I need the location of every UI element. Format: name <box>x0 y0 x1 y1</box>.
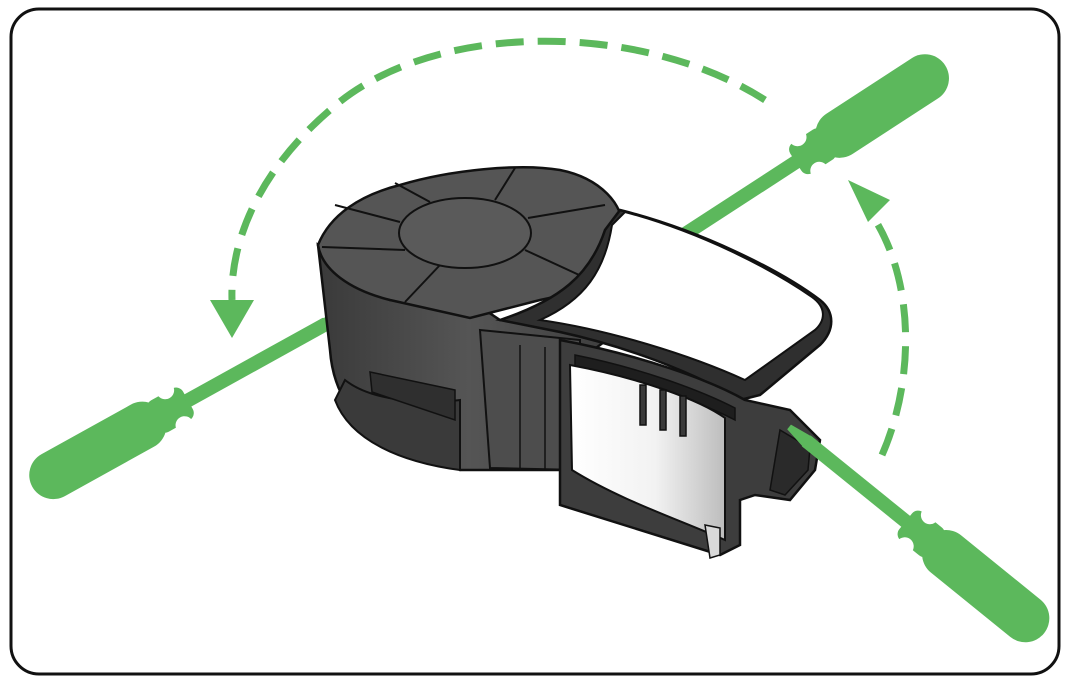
label-stock <box>536 210 824 382</box>
rotation-arrow-left <box>210 37 767 338</box>
screwdriver-left <box>29 310 347 500</box>
arrowhead-right <box>848 180 890 222</box>
spool-hub <box>398 197 532 269</box>
label-cartridge <box>316 166 833 559</box>
tape-exit-pin <box>704 524 721 559</box>
rotation-arrow-right <box>848 180 910 457</box>
arrowhead-left <box>210 300 254 338</box>
screwdriver-right <box>787 424 1050 643</box>
hub-spokes <box>321 167 606 303</box>
